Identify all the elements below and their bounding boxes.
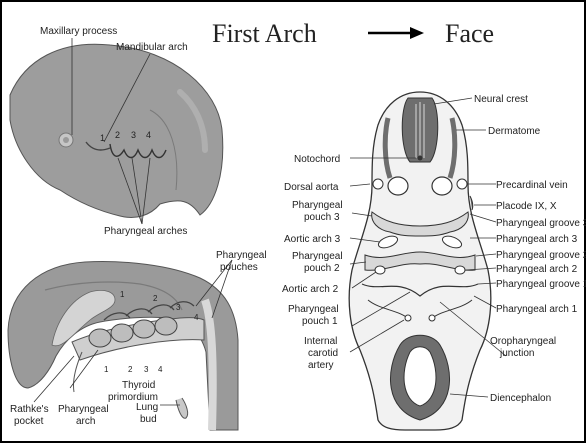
label-rathkes-line2: pocket [14, 416, 44, 427]
label-pouch-1-line1: Pharyngeal [288, 304, 339, 315]
label-notochord: Notochord [294, 154, 340, 165]
pouch-number-3: 3 [176, 303, 181, 312]
label-aortic-arch-2: Aortic arch 2 [282, 284, 339, 295]
label-neural-crest: Neural crest [474, 94, 528, 105]
label-ica-line1: Internal [304, 336, 337, 347]
label-ica-line2: carotid [308, 348, 338, 359]
title-first-arch: First Arch [212, 19, 317, 48]
pouch-number-4: 4 [194, 313, 199, 322]
sagittal-arch-number-3: 3 [144, 365, 149, 374]
sagittal-arch-number-1: 1 [104, 365, 109, 374]
label-oropharyngeal-line1: Oropharyngeal [490, 336, 556, 347]
label-pouch-2-line2: pouch 2 [304, 263, 340, 274]
label-placode: Placode IX, X [496, 201, 557, 212]
label-pouch-3-line1: Pharyngeal [292, 200, 343, 211]
label-pouch-1-line2: pouch 1 [302, 316, 338, 327]
label-ica-line3: artery [308, 360, 334, 371]
label-pharyngeal-groove-3: Pharyngeal groove 3 [496, 218, 586, 229]
label-aortic-arch-3: Aortic arch 3 [284, 234, 341, 245]
arch-number-4: 4 [146, 130, 151, 140]
label-pharyngeal-arch-line1: Pharyngeal [58, 404, 109, 415]
label-pharyngeal-arch-3: Pharyngeal arch 3 [496, 234, 578, 245]
label-pharyngeal-groove-2: Pharyngeal groove 2 [496, 250, 586, 261]
label-thyroid-line1: Thyroid [122, 380, 155, 391]
arch-number-2: 2 [115, 130, 120, 140]
label-mandibular-arch: Mandibular arch [116, 42, 188, 53]
label-maxillary-process: Maxillary process [40, 26, 117, 37]
sagittal-arch-number-4: 4 [158, 365, 163, 374]
label-pharyngeal-pouches-line1: Pharyngeal [216, 250, 267, 261]
title-face: Face [445, 19, 494, 48]
label-pouch-2-line1: Pharyngeal [292, 251, 343, 262]
pouch-number-2: 2 [153, 294, 158, 303]
label-dermatome: Dermatome [488, 126, 541, 137]
label-pharyngeal-arch-2: Pharyngeal arch 2 [496, 264, 578, 275]
label-pharyngeal-arch-1: Pharyngeal arch 1 [496, 304, 578, 315]
label-dorsal-aorta: Dorsal aorta [284, 182, 339, 193]
label-lung-line2: bud [140, 414, 157, 425]
label-pharyngeal-groove-1: Pharyngeal groove 1 [496, 279, 586, 290]
sagittal-arch-number-2: 2 [128, 365, 133, 374]
label-precardinal-vein: Precardinal vein [496, 180, 568, 191]
arch-number-3: 3 [131, 130, 136, 140]
pouch-number-1: 1 [120, 290, 125, 299]
label-pharyngeal-arch-line2: arch [76, 416, 95, 427]
label-pharyngeal-arches: Pharyngeal arches [104, 226, 187, 237]
label-rathkes-line1: Rathke's [10, 404, 49, 415]
label-lung-line1: Lung [136, 402, 158, 413]
label-pouch-3-line2: pouch 3 [304, 212, 340, 223]
label-diencephalon: Diencephalon [490, 393, 551, 404]
label-pharyngeal-pouches-line2: pouches [220, 262, 258, 273]
label-oropharyngeal-line2: junction [499, 348, 534, 359]
